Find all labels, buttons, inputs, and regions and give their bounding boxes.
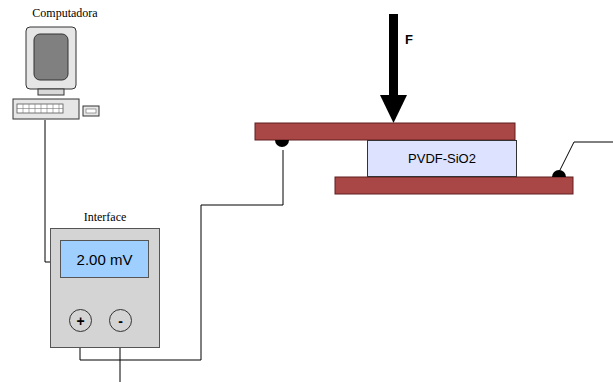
node-label: + (76, 314, 84, 328)
terminal-dot (552, 170, 566, 177)
sample-film: PVDF-SiO2 (367, 140, 517, 177)
display-screen: 2.00 mV (60, 240, 149, 278)
computer-node: Computadora (10, 4, 120, 120)
force-label: F (405, 32, 413, 47)
terminal-dot (275, 140, 289, 147)
minus-terminal: - (109, 309, 132, 332)
top-plate (255, 123, 515, 140)
node-label: Computadora (10, 6, 120, 21)
node-label: 2.00 mV (77, 252, 133, 267)
force-arrow (380, 14, 407, 123)
plus-terminal: + (69, 309, 92, 332)
node-label: PVDF-SiO2 (408, 152, 476, 165)
node-label: Interface (51, 210, 159, 225)
wire (559, 142, 613, 172)
interface-box: Interface2.00 mV+- (50, 228, 160, 348)
bottom-plate (335, 177, 573, 194)
node-label: - (118, 314, 123, 328)
computer-icon (13, 27, 99, 119)
